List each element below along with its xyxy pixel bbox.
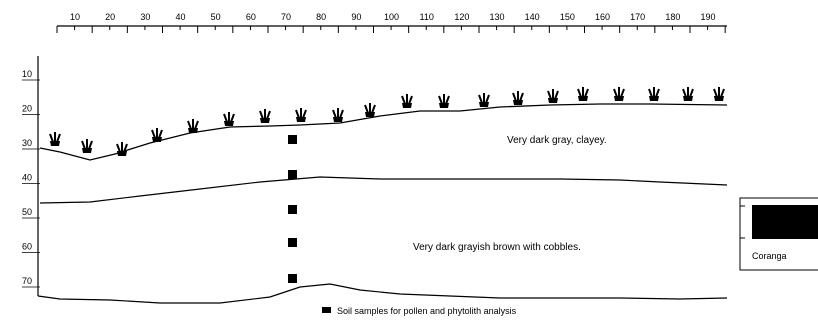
soil-sample-column	[288, 135, 297, 283]
soil-sample-marker	[288, 170, 297, 179]
layer-label-lower: Very dark grayish brown with cobbles.	[413, 242, 581, 253]
vegetation-marker	[223, 112, 235, 126]
depth-tick-label: 20	[22, 104, 32, 114]
vegetation-marker	[151, 128, 163, 142]
top-axis-tick-label: 60	[246, 12, 256, 22]
top-axis-tick-label: 160	[595, 12, 610, 22]
layer-boundary-line	[39, 176, 728, 204]
top-axis-tick-label: 190	[700, 12, 715, 22]
inset-swatch	[752, 205, 818, 239]
top-axis-tick-label: 170	[630, 12, 645, 22]
vegetation-marker	[116, 142, 128, 156]
top-axis-tick-label: 80	[316, 12, 326, 22]
depth-axis: 10 20 30 40 50 60 70	[22, 69, 40, 288]
top-axis-tick-label: 140	[525, 12, 540, 22]
soil-sample-marker	[288, 135, 297, 144]
inset-label: Coranga	[752, 251, 787, 261]
soil-sample-marker	[288, 205, 297, 214]
top-axis-tick-label: 10	[70, 12, 80, 22]
vegetation-marker	[577, 87, 589, 101]
legend: Soil samples for pollen and phytolith an…	[322, 306, 517, 316]
profile-frame	[37, 56, 728, 304]
top-axis-tick-label: 40	[175, 12, 185, 22]
vegetation-marker	[512, 91, 524, 105]
top-axis-tick-label: 50	[211, 12, 221, 22]
legend-swatch	[322, 307, 331, 313]
top-axis-tick-label: 90	[351, 12, 361, 22]
depth-tick-label: 40	[22, 173, 32, 183]
depth-tick-label: 50	[22, 207, 32, 217]
top-axis-tick-label: 20	[105, 12, 115, 22]
vegetation-marker	[401, 94, 413, 108]
depth-tick-label: 30	[22, 138, 32, 148]
vegetation-marker	[713, 87, 725, 101]
vegetation-marker	[613, 87, 625, 101]
top-axis-tick-label: 110	[419, 12, 433, 22]
legend-label: Soil samples for pollen and phytolith an…	[337, 306, 517, 316]
vegetation-marker	[682, 87, 694, 101]
inset-box: Coranga	[739, 197, 818, 271]
vegetation-marker	[547, 89, 559, 103]
vegetation-marker	[332, 108, 344, 122]
top-axis-tick-label: 100	[384, 12, 399, 22]
vegetation-marker	[81, 139, 93, 153]
vegetation-marker	[295, 108, 307, 122]
top-axis-tick-label: 180	[665, 12, 680, 22]
vegetation-marker	[478, 93, 490, 107]
soil-sample-marker	[288, 274, 297, 283]
top-axis-tick-label: 70	[281, 12, 291, 22]
depth-tick-label: 10	[22, 69, 32, 79]
vegetation-markers	[49, 87, 725, 156]
vegetation-marker	[364, 103, 376, 117]
top-axis-tick-label: 30	[140, 12, 150, 22]
vegetation-marker	[438, 94, 450, 108]
soil-sample-marker	[288, 238, 297, 247]
layer-label-upper: Very dark gray, clayey.	[507, 135, 607, 146]
depth-tick-label: 70	[22, 276, 32, 286]
top-axis-tick-label: 120	[454, 12, 469, 22]
vegetation-marker	[187, 119, 199, 133]
top-axis-tick-label: 150	[560, 12, 575, 22]
ground-surface-line	[39, 103, 728, 161]
top-axis: 10 20 30 40 50 60 70 80 90 100 110 120 130 140 150 160 1…	[56, 12, 727, 33]
vegetation-marker	[648, 87, 660, 101]
vegetation-marker	[49, 132, 61, 146]
depth-tick-label: 60	[22, 242, 32, 252]
top-axis-tick-label: 130	[489, 12, 504, 22]
vegetation-marker	[259, 109, 271, 123]
